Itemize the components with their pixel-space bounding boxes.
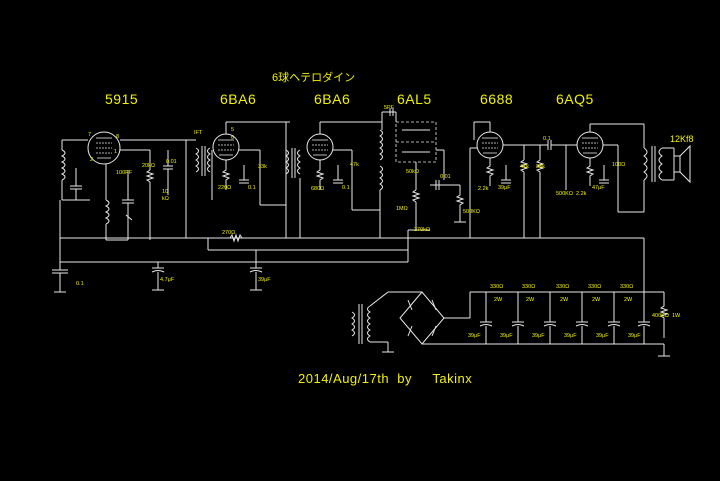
pin-label: 8 (116, 134, 120, 140)
component-label: 500KΩ (463, 209, 480, 215)
ift-2 (285, 148, 301, 178)
filter-capacitors (479, 292, 651, 344)
tube-6688-symbol (476, 131, 504, 159)
component-label: 100PF (116, 170, 133, 176)
component-label: 0.1 (543, 136, 551, 142)
component-label: 1MΩ (396, 206, 408, 212)
component-label: 47k (350, 162, 359, 168)
component-label: 20kΩ (142, 163, 155, 169)
component-label: 2W (624, 297, 633, 303)
component-label: 4.7μF (160, 277, 175, 283)
component-label: 47μF (592, 185, 605, 191)
component-label: 330Ω (620, 284, 634, 290)
component-label: 2W (560, 297, 569, 303)
component-label: 330Ω (588, 284, 602, 290)
component-label: 2W (526, 297, 535, 303)
component-label: 0.01 (166, 159, 177, 165)
ift-label: IFT (194, 130, 203, 136)
component-label: 0.1 (76, 281, 84, 287)
tube-label-6al5: 6AL5 (397, 91, 432, 107)
pin-label: 2 (90, 157, 94, 163)
antenna-coil (60, 139, 90, 201)
tube-5915-symbol (87, 131, 121, 165)
component-label: 5PF (384, 105, 395, 111)
ift-3 (379, 129, 383, 191)
pin-label: 6 (231, 135, 235, 141)
component-label: 270Ω (222, 230, 236, 236)
component-label: 680Ω (311, 186, 325, 192)
component-label: 39μF (468, 333, 481, 339)
component-label: kΩ (162, 196, 169, 202)
schematic-title: 6球ヘテロダイン (272, 72, 356, 84)
component-label: 330Ω (490, 284, 504, 290)
component-label: 39μF (596, 333, 609, 339)
component-label: 10 (162, 189, 169, 195)
component-label: 33k (536, 164, 545, 170)
tube-label-5915: 5915 (105, 91, 139, 107)
component-label: 39μF (498, 185, 511, 191)
pin-label: 7 (88, 132, 92, 138)
tube-6aq5-symbol (576, 131, 604, 159)
pin-label: 1 (114, 149, 118, 155)
component-label: 2W (494, 297, 503, 303)
oscillator-coil (104, 164, 134, 241)
pin-label: 5 (231, 127, 235, 133)
tube-6ba6-1-symbol (212, 133, 240, 161)
tube-6ba6-2-symbol (306, 133, 334, 161)
tube-label-6aq5: 6AQ5 (556, 91, 594, 107)
component-label: 39μF (500, 333, 513, 339)
ift-1 (195, 146, 211, 176)
component-label: 47k (520, 164, 529, 170)
speaker-label: 12Kf8 (670, 134, 694, 144)
tube-6al5-symbol (395, 121, 437, 163)
bridge-rectifier (399, 291, 445, 345)
component-label: 39μF (564, 333, 577, 339)
component-label: 33k (258, 164, 267, 170)
component-label: 50kΩ (406, 169, 419, 175)
power-transformer (351, 304, 371, 344)
component-label: 500KΩ (556, 191, 573, 197)
tube-label-6ba6-1: 6BA6 (220, 91, 257, 107)
tube-label-6ba6-2: 6BA6 (314, 91, 351, 107)
component-label: 39μF (258, 277, 271, 283)
component-label: 330Ω (522, 284, 536, 290)
component-label: 0.1 (248, 185, 256, 191)
component-label: 2.2k (576, 191, 587, 197)
component-label: 220Ω (218, 185, 232, 191)
component-label: 39μF (628, 333, 641, 339)
component-label: 100Ω (612, 162, 626, 168)
component-label: 0.1 (342, 185, 350, 191)
component-label: 330Ω (556, 284, 570, 290)
component-label: 2W (592, 297, 601, 303)
output-transformer (643, 146, 663, 182)
component-label: 39μF (532, 333, 545, 339)
component-label: 400KΩ (652, 313, 669, 319)
speaker-symbol (673, 144, 691, 184)
component-label: 1W (672, 313, 681, 319)
component-label: 270kΩ (414, 227, 431, 233)
component-label: 2.2k (478, 186, 489, 192)
signature-text: 2014/Aug/17th by Takinx (298, 371, 473, 386)
tube-label-6688: 6688 (480, 91, 514, 107)
component-label: 0.01 (440, 174, 451, 180)
